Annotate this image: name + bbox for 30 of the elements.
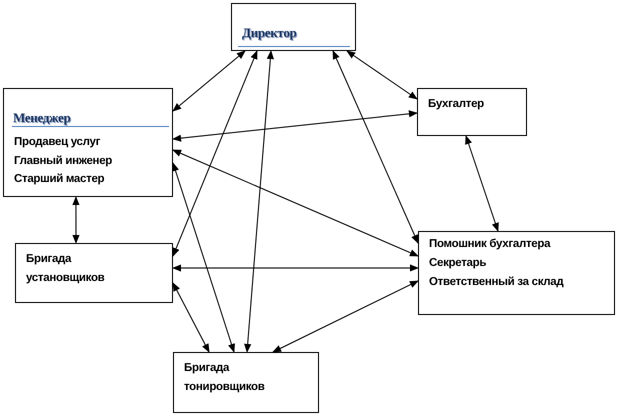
- arrow: [172, 264, 419, 272]
- arrow: [172, 110, 418, 142]
- role-label: Бухгалтер: [428, 98, 484, 110]
- arrow: [346, 50, 418, 100]
- role-label: Продавец услуг: [14, 136, 100, 148]
- role-label: Ответственный за склад: [429, 276, 564, 288]
- org-box: [3, 88, 173, 197]
- arrow: [332, 50, 418, 244]
- org-box: [15, 243, 173, 303]
- org-box: [417, 88, 527, 136]
- role-label: Бригада тонировщиков: [184, 361, 266, 395]
- role-label: Помошник бухгалтера: [429, 238, 550, 250]
- arrow: [272, 280, 419, 352]
- org-box: [418, 231, 615, 315]
- role-label: Секретарь: [429, 257, 486, 269]
- arrow: [72, 196, 80, 244]
- arrow: [172, 150, 419, 257]
- box-heading: Директор: [242, 25, 296, 41]
- org-box: [231, 3, 356, 51]
- arrow: [172, 50, 258, 257]
- role-label: Главный инженер: [14, 155, 112, 167]
- arrow: [172, 282, 210, 353]
- role-label: Старший мастер: [14, 173, 104, 185]
- arrow: [172, 50, 246, 112]
- org-box: [173, 352, 319, 413]
- arrow: [465, 135, 499, 232]
- role-label: Бригада установщиков: [26, 252, 106, 286]
- box-heading: Менеджер: [13, 110, 70, 126]
- arrow: [244, 50, 274, 353]
- arrow: [172, 162, 235, 353]
